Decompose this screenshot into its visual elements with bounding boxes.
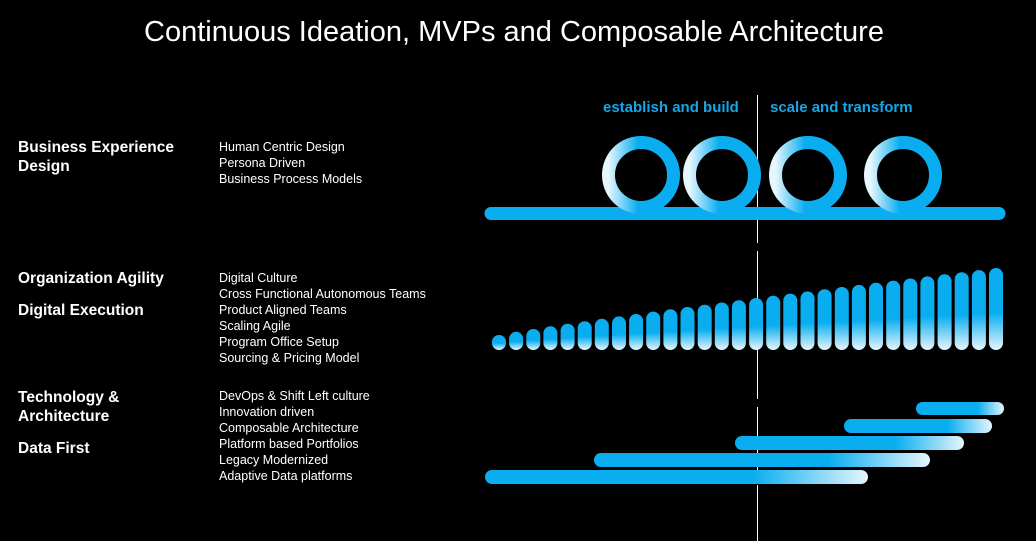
item-program-office-setup: Program Office Setup	[219, 335, 339, 349]
growth-bar	[920, 276, 935, 350]
heading-business-experience-design: Business Experience Design	[18, 139, 174, 175]
loop-1	[602, 136, 680, 214]
growth-bar	[886, 280, 901, 350]
item-legacy-modernized: Legacy Modernized	[219, 453, 329, 467]
business-experience-items: Human Centric Design Persona Driven Busi…	[219, 139, 362, 187]
growth-bar	[612, 316, 626, 350]
growth-bar	[492, 335, 506, 350]
item-composable-architecture: Composable Architecture	[219, 421, 359, 435]
item-innovation-driven: Innovation driven	[219, 405, 315, 419]
growth-bar	[954, 272, 969, 350]
page-title: Continuous Ideation, MVPs and Composable…	[144, 16, 884, 48]
item-digital-culture: Digital Culture	[219, 271, 298, 285]
loop-3	[769, 136, 847, 214]
timeline-bar-legacy	[485, 470, 868, 484]
timeline-bar-platform	[594, 453, 930, 467]
growth-bar	[731, 300, 746, 350]
item-scaling-agile: Scaling Agile	[219, 319, 291, 333]
phase-label-establish: establish and build	[603, 99, 739, 116]
growth-bar	[526, 329, 541, 350]
loop-2	[683, 136, 761, 214]
growth-bar	[971, 270, 986, 350]
growth-bar	[509, 331, 524, 350]
growth-bar	[869, 282, 883, 350]
growth-bar	[989, 268, 1003, 350]
item-platform-portfolios: Platform based Portfolios	[219, 437, 359, 451]
growth-bar	[560, 323, 575, 350]
item-devops-shift-left: DevOps & Shift Left culture	[219, 389, 370, 403]
growth-bar	[577, 321, 592, 350]
loop-4	[864, 136, 942, 214]
timeline-bars	[485, 402, 1004, 484]
growth-bar	[749, 298, 764, 350]
heading-data-first: Data First	[18, 440, 90, 457]
growth-bars	[492, 268, 1003, 350]
item-sourcing-pricing-model: Sourcing & Pricing Model	[219, 351, 360, 365]
growth-bar	[851, 284, 866, 350]
item-persona-driven: Persona Driven	[219, 156, 306, 170]
organization-items: Digital Culture Cross Functional Autonom…	[219, 270, 426, 366]
growth-bar	[834, 287, 849, 350]
heading-organization-agility: Organization Agility	[18, 270, 164, 287]
technology-items: DevOps & Shift Left culture Innovation d…	[219, 388, 370, 484]
growth-bar	[543, 326, 558, 350]
growth-bar	[697, 304, 712, 350]
growth-bar	[937, 274, 952, 350]
growth-bar	[629, 314, 644, 350]
heading-technology-architecture: Technology & Architecture	[18, 389, 120, 425]
growth-bar	[594, 318, 609, 350]
growth-bar	[783, 293, 798, 350]
growth-bar	[903, 278, 918, 350]
timeline-bar-composable	[735, 436, 964, 450]
growth-bar	[646, 311, 661, 350]
growth-bar	[766, 295, 781, 350]
item-business-process-models: Business Process Models	[219, 172, 363, 186]
growth-bar	[800, 291, 815, 350]
loops-row	[484, 136, 1006, 220]
growth-bar	[817, 289, 832, 350]
item-cross-functional-teams: Cross Functional Autonomous Teams	[219, 287, 426, 301]
timeline-bar-devops	[916, 402, 1004, 415]
timeline-bar-innovation	[844, 419, 992, 433]
phase-label-scale: scale and transform	[770, 99, 913, 116]
item-adaptive-data-platforms: Adaptive Data platforms	[219, 469, 353, 483]
item-human-centric-design: Human Centric Design	[219, 140, 345, 154]
growth-bar	[714, 302, 729, 350]
growth-bar	[680, 307, 695, 350]
growth-bar	[663, 309, 678, 350]
heading-digital-execution: Digital Execution	[18, 302, 144, 319]
item-product-aligned-teams: Product Aligned Teams	[219, 303, 347, 317]
